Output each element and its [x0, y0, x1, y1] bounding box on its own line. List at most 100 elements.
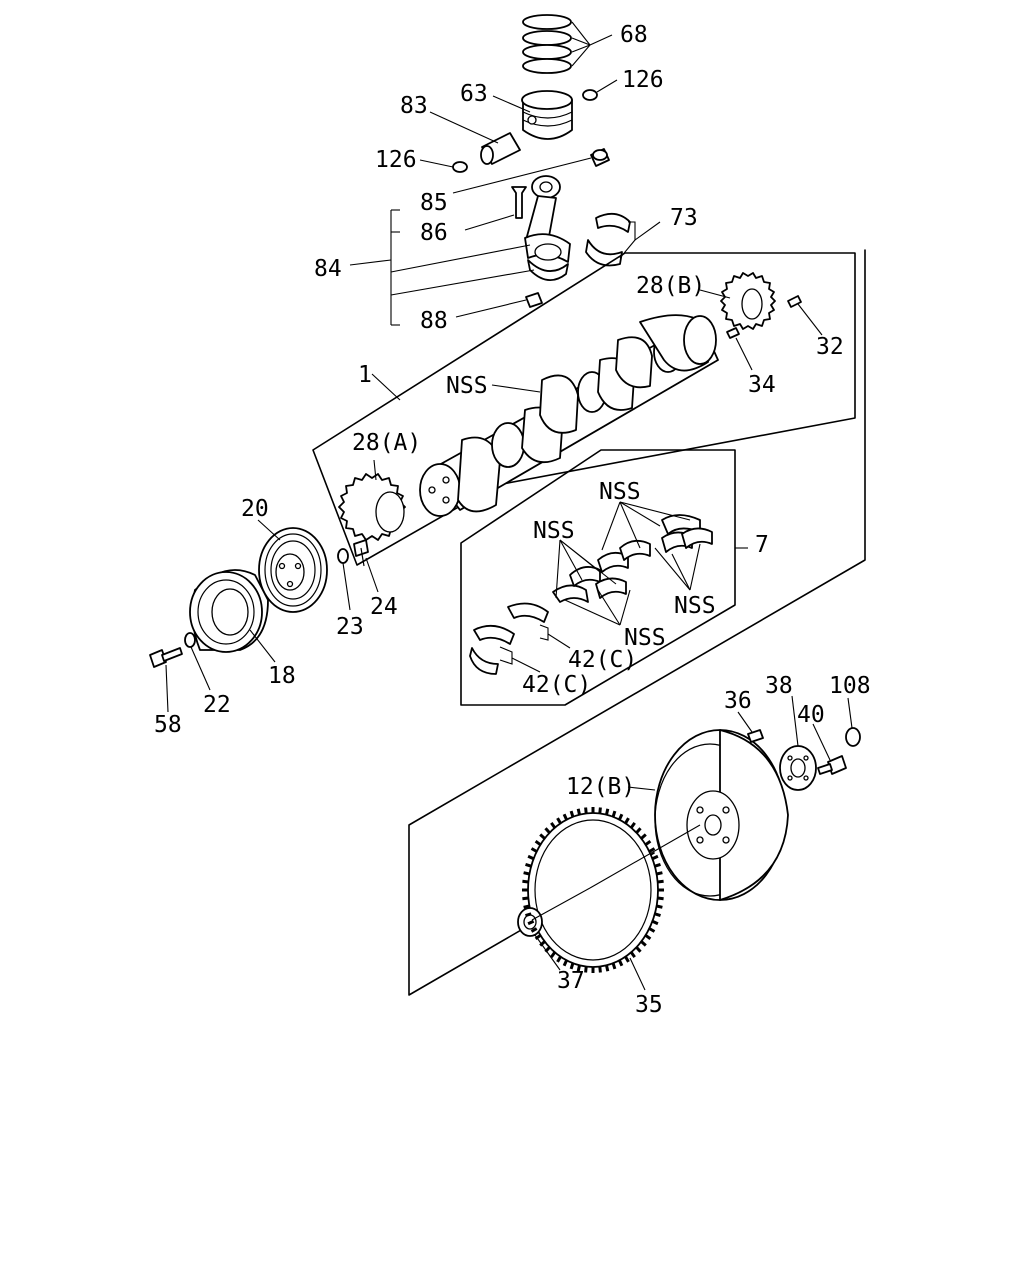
crankshaft-assembly-bracket: [312, 252, 856, 566]
crank-gear-b: [720, 272, 776, 330]
gear-tooth: [648, 927, 656, 933]
gear-tooth: [629, 951, 636, 958]
rod-bolt: [511, 186, 527, 219]
flywheel-assembly-bracket: [408, 249, 866, 996]
label-83: 83: [400, 93, 428, 119]
gear-tooth: [527, 919, 535, 926]
gear-tooth: [598, 966, 602, 973]
gear-tooth: [569, 962, 575, 970]
label-35: 35: [635, 992, 663, 1018]
label-nss-crankshaft: NSS: [446, 373, 488, 399]
label-22: 22: [203, 692, 231, 718]
piston: [521, 90, 573, 140]
gear-tooth: [656, 904, 663, 909]
gear-tooth: [530, 927, 538, 933]
bolt-40: [817, 755, 847, 775]
gear-tooth: [657, 896, 664, 901]
gear-tooth: [611, 962, 617, 970]
label-24: 24: [370, 594, 398, 620]
washer-22: [184, 632, 196, 648]
gear-tooth: [598, 807, 602, 814]
dowel-pin-34: [726, 327, 740, 339]
label-20: 20: [241, 496, 269, 522]
dowel-pin-32: [787, 295, 802, 308]
label-63: 63: [460, 81, 488, 107]
gear-tooth: [618, 959, 624, 967]
main-bearings-bracket: [460, 449, 736, 706]
label-84: 84: [314, 256, 342, 282]
label-85: 85: [420, 190, 448, 216]
gear-tooth: [544, 827, 551, 834]
piston-pin: [480, 132, 521, 165]
main-bearing-shells: [552, 514, 713, 603]
rod-nut: [525, 292, 543, 308]
thrust-washers: [469, 602, 549, 675]
label-nss-left: NSS: [533, 518, 575, 544]
label-7: 7: [755, 532, 769, 558]
gear-tooth: [539, 940, 546, 947]
gear-tooth: [635, 827, 642, 834]
label-18: 18: [268, 663, 296, 689]
label-36: 36: [724, 688, 752, 714]
gear-tooth: [576, 808, 581, 816]
gear-tooth: [640, 940, 647, 947]
label-68: 68: [620, 22, 648, 48]
label-40: 40: [797, 702, 825, 728]
washer-23: [337, 548, 349, 564]
gear-tooth: [654, 912, 661, 918]
snap-ring-upper: [582, 89, 598, 101]
label-28b: 28(B): [636, 273, 705, 299]
gear-tooth: [657, 879, 664, 884]
gear-tooth: [629, 822, 636, 829]
gear-tooth: [544, 946, 551, 953]
snap-ring-lower: [452, 161, 468, 173]
leader-lines: [165, 21, 853, 991]
gear-tooth: [550, 951, 557, 958]
crank-gear-a: [338, 473, 406, 541]
label-88: 88: [420, 308, 448, 334]
gear-tooth: [576, 964, 581, 972]
label-42c-lower: 42(C): [522, 672, 591, 698]
gear-tooth: [523, 904, 530, 909]
label-58: 58: [154, 712, 182, 738]
label-42c-upper: 42(C): [568, 647, 637, 673]
connecting-rod: [524, 175, 571, 281]
bolt-24: [353, 539, 369, 567]
gear-tooth: [562, 959, 568, 967]
rod-bearing-shells: [585, 212, 631, 267]
gear-tooth: [539, 833, 546, 840]
spacer-plate-38: [779, 745, 817, 791]
gear-tooth: [644, 839, 652, 846]
label-28a: 28(A): [352, 430, 421, 456]
label-34: 34: [748, 372, 776, 398]
dowel-pin-36: [747, 729, 764, 743]
label-126-lower: 126: [375, 147, 417, 173]
label-23: 23: [336, 614, 364, 640]
label-nss-top: NSS: [599, 479, 641, 505]
gear-tooth: [569, 810, 575, 818]
piston-rings: [522, 14, 572, 74]
label-86: 86: [420, 220, 448, 246]
snap-ring-108: [845, 727, 861, 747]
gear-tooth: [534, 934, 542, 941]
gear-tooth: [527, 854, 535, 861]
bolt-58: [149, 647, 183, 668]
gear-tooth: [605, 964, 610, 972]
gear-tooth: [654, 862, 661, 868]
part-labels: 68 126 63 83 126 85 86 73 84 88 28(B) 32…: [154, 22, 871, 1018]
gear-tooth: [556, 955, 562, 963]
label-126-upper: 126: [622, 67, 664, 93]
label-12b: 12(B): [566, 774, 635, 800]
gear-tooth: [651, 919, 659, 926]
gear-tooth: [584, 807, 588, 814]
gear-tooth: [656, 871, 663, 876]
gear-tooth: [635, 946, 642, 953]
label-1: 1: [358, 362, 372, 388]
gear-tooth: [550, 822, 557, 829]
gear-tooth: [624, 817, 630, 825]
gear-tooth: [618, 813, 624, 821]
gear-tooth: [525, 862, 532, 868]
gear-tooth: [648, 847, 656, 853]
gear-tooth: [584, 966, 588, 973]
label-nss-bottom: NSS: [624, 625, 666, 651]
